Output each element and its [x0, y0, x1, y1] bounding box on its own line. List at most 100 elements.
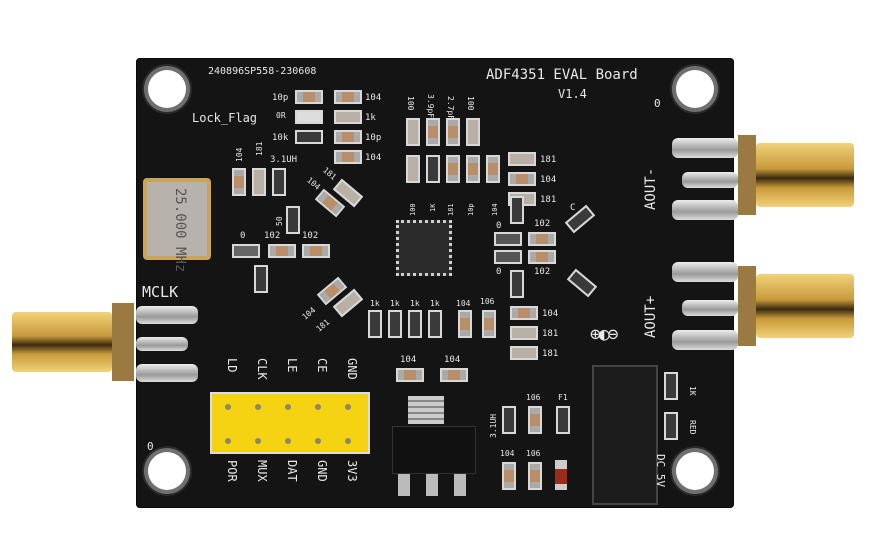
- label-1k: 1k: [390, 299, 400, 308]
- serial-number: 240896SP558-230608: [208, 66, 317, 77]
- label-50: 50: [275, 216, 284, 226]
- sma-pad: [682, 172, 738, 188]
- header-pin: [255, 438, 261, 444]
- transistor: [286, 206, 300, 234]
- resistor: [295, 130, 323, 144]
- silk-zero-bottom-left: 0: [147, 440, 154, 453]
- header-pin: [225, 438, 231, 444]
- resistor: [664, 372, 678, 400]
- label-100: 100: [406, 96, 415, 111]
- label-181: 181: [255, 141, 264, 156]
- resistor: [510, 196, 524, 224]
- label-181: 181: [542, 329, 559, 339]
- regulator-pin: [398, 474, 410, 496]
- label-10p: 10p: [272, 93, 289, 103]
- label-181: 181: [542, 349, 559, 359]
- capacitor: [502, 462, 516, 490]
- pin-label-dat: DAT: [285, 460, 299, 482]
- capacitor: [295, 90, 323, 104]
- capacitor: [446, 155, 460, 183]
- aout-minus-label: AOUT-: [643, 167, 659, 210]
- capacitor: [510, 306, 538, 320]
- aout-minus-sma-connector[interactable]: [756, 143, 854, 207]
- resistor: [510, 326, 538, 340]
- header-pin: [315, 404, 321, 410]
- label-red: RED: [688, 420, 697, 435]
- resistor: [334, 110, 362, 124]
- pin-label-3v3: 3V3: [345, 460, 359, 482]
- resistor: [406, 118, 420, 146]
- label-100: 100: [409, 203, 417, 216]
- label-1k: 1K: [429, 203, 437, 212]
- label-10p: 10p: [467, 203, 475, 216]
- header-pin: [315, 438, 321, 444]
- pin-label-gnd-bottom: GND: [315, 460, 329, 482]
- pin-label-por: POR: [225, 460, 239, 482]
- resistor: [510, 270, 524, 298]
- regulator-pin: [426, 474, 438, 496]
- board-title: ADF4351 EVAL Board: [486, 67, 638, 83]
- resistor: [510, 346, 538, 360]
- sma-pad: [672, 330, 738, 350]
- capacitor: [466, 155, 480, 183]
- label-106: 106: [526, 393, 541, 402]
- transistor: [254, 265, 268, 293]
- aout-plus-sma-connector[interactable]: [756, 274, 854, 338]
- label-104: 104: [540, 175, 557, 185]
- capacitor: [446, 118, 460, 146]
- silk-zero-top-right: 0: [654, 97, 661, 110]
- pin-header-2x5[interactable]: [210, 392, 370, 454]
- fuse: [556, 406, 570, 434]
- sma-pad: [672, 138, 738, 158]
- capacitor: [232, 168, 246, 196]
- pin-label-ld: LD: [225, 358, 239, 373]
- capacitor: [334, 130, 362, 144]
- capacitor: [334, 90, 362, 104]
- resistor: [494, 232, 522, 246]
- label-0: 0: [240, 231, 246, 241]
- label-f1: F1: [558, 393, 568, 402]
- capacitor: [508, 172, 536, 186]
- resistor: [494, 250, 522, 264]
- regulator-tab: [408, 396, 444, 424]
- label-1k: 1k: [410, 299, 420, 308]
- capacitor: [486, 155, 500, 183]
- mclk-label: MCLK: [142, 283, 179, 301]
- resistor: [426, 155, 440, 183]
- label-0: 0: [496, 221, 502, 231]
- label-181: 181: [540, 155, 557, 165]
- label-3-1uh: 3.1UH: [489, 413, 498, 438]
- label-0: 0: [496, 267, 502, 277]
- pin-label-le: LE: [285, 358, 299, 373]
- label-104: 104: [456, 299, 471, 308]
- resistor: [466, 118, 480, 146]
- label-104: 104: [400, 355, 417, 365]
- adf4351-chip: [396, 220, 452, 276]
- resistor: [232, 244, 260, 258]
- sma-pad: [136, 337, 188, 351]
- mclk-sma-connector[interactable]: [12, 312, 112, 372]
- label-1k: 1k: [430, 299, 440, 308]
- pin-label-ce: CE: [315, 358, 329, 373]
- aout-plus-label: AOUT+: [643, 295, 659, 338]
- resistor: [508, 152, 536, 166]
- dc-power-jack[interactable]: [592, 365, 658, 505]
- dc-5v-label: DC 5V: [654, 454, 667, 488]
- label-3-9pf: 3.9pF: [426, 94, 435, 119]
- inductor: [272, 168, 286, 196]
- header-pin: [255, 404, 261, 410]
- sma-flange: [112, 303, 134, 381]
- label-181: 181: [447, 203, 455, 216]
- label-104: 104: [500, 449, 515, 458]
- label-0r: 0R: [276, 111, 286, 120]
- capacitor: [396, 368, 424, 382]
- capacitor: [426, 118, 440, 146]
- diode: [555, 460, 567, 490]
- label-1k: 1k: [370, 299, 380, 308]
- sma-flange: [738, 266, 756, 346]
- crystal-oscillator: [143, 178, 211, 260]
- header-pin: [225, 404, 231, 410]
- label-102: 102: [534, 219, 551, 229]
- label-10p: 10p: [365, 133, 382, 143]
- resistor: [252, 168, 266, 196]
